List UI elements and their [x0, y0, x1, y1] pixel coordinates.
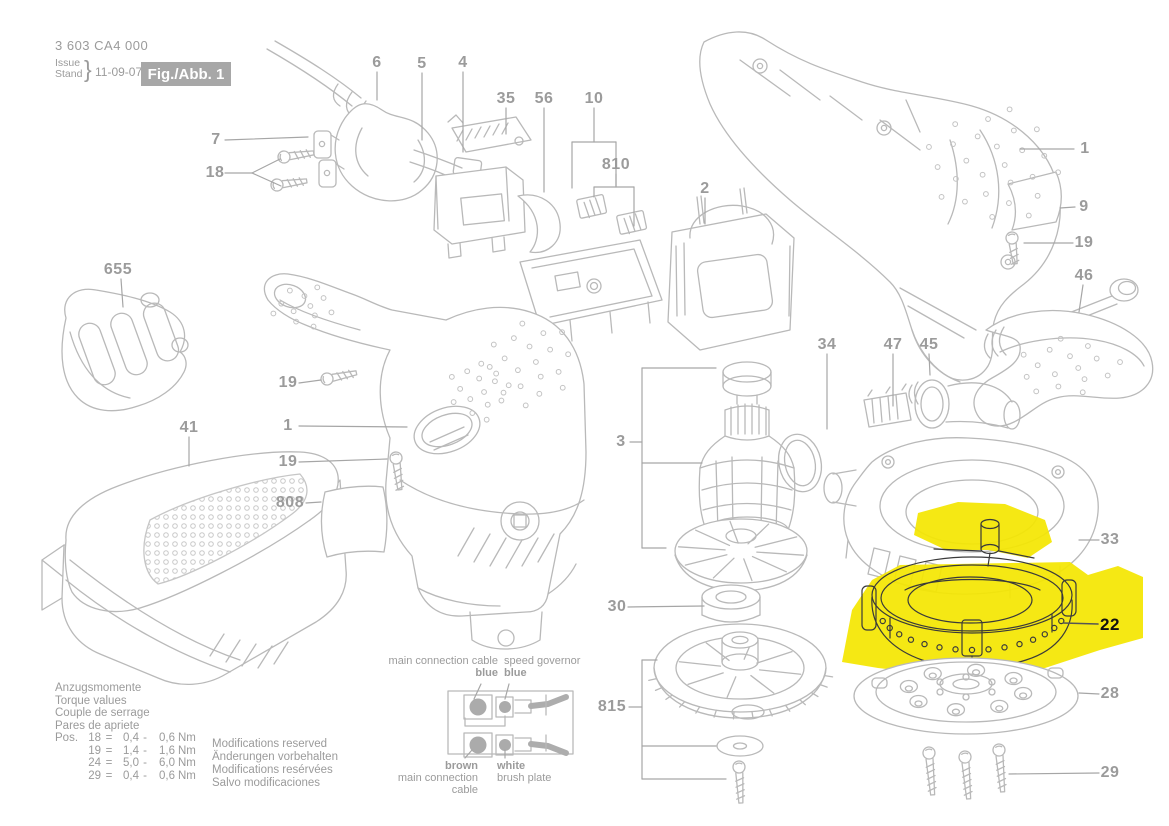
part-label-29: 29 — [1100, 764, 1120, 781]
brake-ring-art — [861, 556, 1077, 669]
part-label-45: 45 — [919, 336, 939, 353]
switch-art — [433, 157, 526, 259]
highlight-region — [842, 502, 1143, 678]
wiring-block-art — [447, 690, 574, 758]
part-label-808: 808 — [275, 494, 305, 511]
cable-clamp-art — [313, 130, 345, 188]
stub-post-art — [933, 518, 1035, 567]
gear-art — [648, 623, 834, 757]
cover-art — [517, 194, 561, 254]
part-label-5: 5 — [417, 55, 427, 72]
handle-cover-art — [61, 288, 189, 412]
elbow-art — [908, 379, 1021, 430]
vent-dots-art — [270, 106, 1123, 423]
stator-art — [667, 187, 795, 351]
part-label-35: 35 — [496, 90, 516, 107]
part-label-810: 810 — [601, 156, 631, 173]
housing-front-art — [263, 273, 587, 650]
electronics-art — [519, 239, 663, 348]
part-label-4: 4 — [458, 54, 468, 71]
part-label-41: 41 — [179, 419, 199, 436]
block47-art — [863, 383, 912, 428]
figure-label-box: Fig./Abb. 1 — [141, 62, 231, 86]
part-label-56: 56 — [534, 90, 554, 107]
part-label-7: 7 — [211, 131, 221, 148]
brace-glyph: } — [84, 56, 92, 82]
issue-date: 11-09-07 — [95, 65, 143, 79]
slider-art — [447, 114, 532, 153]
armature-art — [674, 361, 808, 592]
oring-art — [777, 433, 823, 493]
part-label-815: 815 — [597, 698, 627, 715]
sanding-pad-art — [853, 657, 1079, 735]
part-label-33: 33 — [1100, 531, 1120, 548]
brushes-art — [576, 194, 648, 235]
power-cord-art — [266, 40, 463, 202]
bearing-art — [701, 584, 761, 623]
issue-stand-label: Issue Stand — [55, 57, 83, 80]
part-label-655: 655 — [103, 261, 133, 278]
part-label-22: 22 — [1100, 615, 1120, 634]
part-label-19: 19 — [278, 374, 298, 391]
part-label-10: 10 — [584, 90, 604, 107]
part-label-1: 1 — [283, 417, 293, 434]
part-label-3: 3 — [616, 433, 626, 450]
part-label-19: 19 — [278, 453, 298, 470]
part-label-30: 30 — [607, 598, 627, 615]
part-label-18: 18 — [205, 164, 225, 181]
part-label-47: 47 — [883, 336, 903, 353]
sticker9-art — [1007, 171, 1062, 231]
part-label-19: 19 — [1074, 234, 1094, 251]
part-label-28: 28 — [1100, 685, 1120, 702]
part-label-9: 9 — [1079, 198, 1089, 215]
sticker808-art — [320, 485, 388, 558]
part-label-46: 46 — [1074, 267, 1094, 284]
part-label-1: 1 — [1080, 140, 1090, 157]
part-label-2: 2 — [700, 180, 710, 197]
screws-art — [270, 149, 1020, 804]
part-label-6: 6 — [372, 54, 382, 71]
handle-tube-art — [973, 309, 1154, 427]
type-number: 3 603 CA4 000 — [55, 38, 149, 53]
part-label-34: 34 — [817, 336, 837, 353]
dust-box-art — [41, 451, 347, 686]
